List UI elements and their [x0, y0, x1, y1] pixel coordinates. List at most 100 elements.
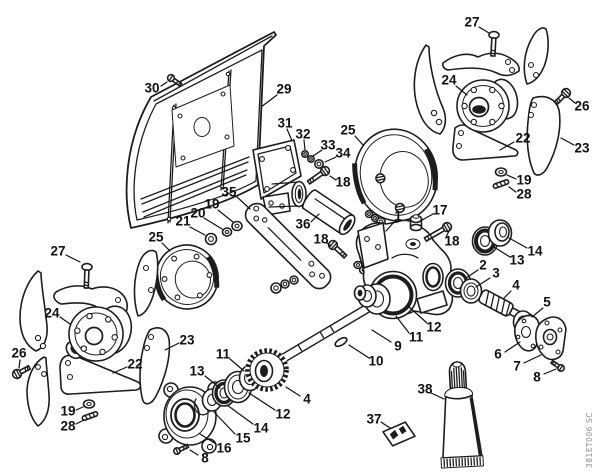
callout-17: 17 — [432, 203, 447, 218]
bearing-3 — [459, 278, 483, 304]
callout-23: 23 — [574, 141, 590, 156]
gearbox-housing — [353, 219, 454, 320]
callout-5: 5 — [543, 295, 551, 310]
callout-leader-line — [348, 344, 370, 359]
guard-plate — [125, 31, 277, 229]
callout-leader-line — [229, 358, 245, 372]
callout-8: 8 — [201, 451, 209, 466]
callout-14: 14 — [527, 244, 543, 259]
callout-15: 15 — [235, 431, 251, 446]
callout-27: 27 — [464, 15, 479, 30]
ring-drum-upper — [352, 128, 439, 222]
callout-leader-line — [161, 242, 171, 252]
callout-leader-line — [385, 221, 395, 232]
callout-2: 2 — [479, 258, 487, 273]
callout-leader-line — [523, 354, 542, 364]
callout-leader-line — [112, 366, 128, 374]
callout-leader-line — [226, 404, 254, 425]
callout-leader-line — [465, 269, 479, 279]
pin-28-upper-icon — [492, 179, 510, 189]
callout-leader-line — [65, 254, 81, 263]
screw-8-left-icon — [172, 443, 190, 456]
callout-6: 6 — [494, 347, 502, 362]
callout-leader-line — [213, 411, 236, 435]
callout-13: 13 — [189, 364, 205, 379]
tine-blade — [133, 249, 159, 317]
callout-12: 12 — [275, 407, 290, 422]
washer-19-upper-icon — [494, 167, 508, 177]
cap-14-right — [487, 219, 513, 247]
callout-leader-line — [430, 392, 445, 400]
image-code: 381ET006 SC — [585, 412, 594, 468]
tine-blade — [19, 270, 48, 352]
callout-leader-line — [568, 97, 576, 104]
callout-13: 13 — [509, 253, 525, 268]
callout-28: 28 — [60, 419, 76, 434]
callout-leader-line — [189, 449, 199, 456]
tine-blade — [523, 27, 549, 85]
callout-leader-line — [75, 419, 85, 425]
bolt-26-upper-icon — [553, 87, 572, 106]
tine-set-left — [19, 249, 171, 427]
washer-32-icon — [300, 150, 309, 159]
callout-35: 35 — [221, 185, 237, 200]
callout-leader-line — [508, 237, 528, 249]
callout-leader-line — [329, 175, 337, 181]
washer-19-left-icon — [231, 220, 243, 232]
callout-leader-line — [503, 290, 512, 299]
callout-19: 19 — [516, 173, 531, 188]
callout-23: 23 — [179, 333, 195, 348]
bolt-18-mid-icon — [327, 239, 348, 259]
screw-30-icon — [166, 73, 183, 87]
bolt-27-left-icon — [81, 262, 93, 289]
callout-leader-line — [445, 230, 450, 238]
callout-8: 8 — [533, 370, 541, 385]
plug-17-icon — [409, 214, 423, 232]
callout-leader-line — [310, 213, 320, 223]
callout-leader-line — [189, 226, 206, 236]
callout-leader-line — [312, 149, 323, 157]
tine-hub — [65, 305, 133, 362]
callout-leader-line — [371, 329, 392, 343]
callout-leader-line — [217, 209, 234, 223]
callout-1: 1 — [394, 209, 402, 224]
callout-leader-line — [395, 315, 410, 334]
callout-leader-line — [59, 316, 71, 325]
callout-leader-line — [18, 359, 21, 369]
callout-leader-line — [303, 139, 306, 151]
key-10-icon — [334, 336, 348, 348]
callout-16: 16 — [216, 441, 232, 456]
pin-28-bottom-icon — [81, 411, 99, 421]
washer-33-icon — [306, 155, 315, 164]
callout-21: 21 — [175, 214, 191, 229]
callout-25: 25 — [340, 123, 356, 138]
callout-24: 24 — [441, 73, 457, 88]
callout-leader-line — [478, 26, 490, 34]
tine-blade — [441, 52, 520, 77]
callout-29: 29 — [276, 82, 291, 97]
bolt-27-upper-icon — [488, 30, 500, 57]
callout-22: 22 — [515, 131, 530, 146]
callout-4: 4 — [303, 392, 311, 407]
callout-3: 3 — [492, 266, 500, 281]
callout-9: 9 — [394, 339, 402, 354]
callout-19: 19 — [60, 404, 75, 419]
callout-leader-line — [285, 386, 301, 397]
callout-leader-line — [421, 213, 434, 221]
part-37 — [382, 421, 416, 447]
callout-4: 4 — [512, 278, 520, 293]
tine-blade — [452, 124, 519, 161]
nut-21-icon — [204, 232, 218, 246]
callout-leader-line — [199, 433, 217, 445]
callout-34: 34 — [335, 146, 351, 161]
callout-leader-line — [493, 246, 511, 258]
callout-18: 18 — [335, 175, 351, 190]
callout-20: 20 — [190, 206, 205, 221]
callout-leader-line — [324, 156, 337, 163]
callout-38: 38 — [417, 382, 433, 397]
bolt-18-upper-icon — [306, 165, 331, 185]
callout-leader-line — [160, 81, 168, 87]
callout-leader-line — [286, 128, 293, 142]
